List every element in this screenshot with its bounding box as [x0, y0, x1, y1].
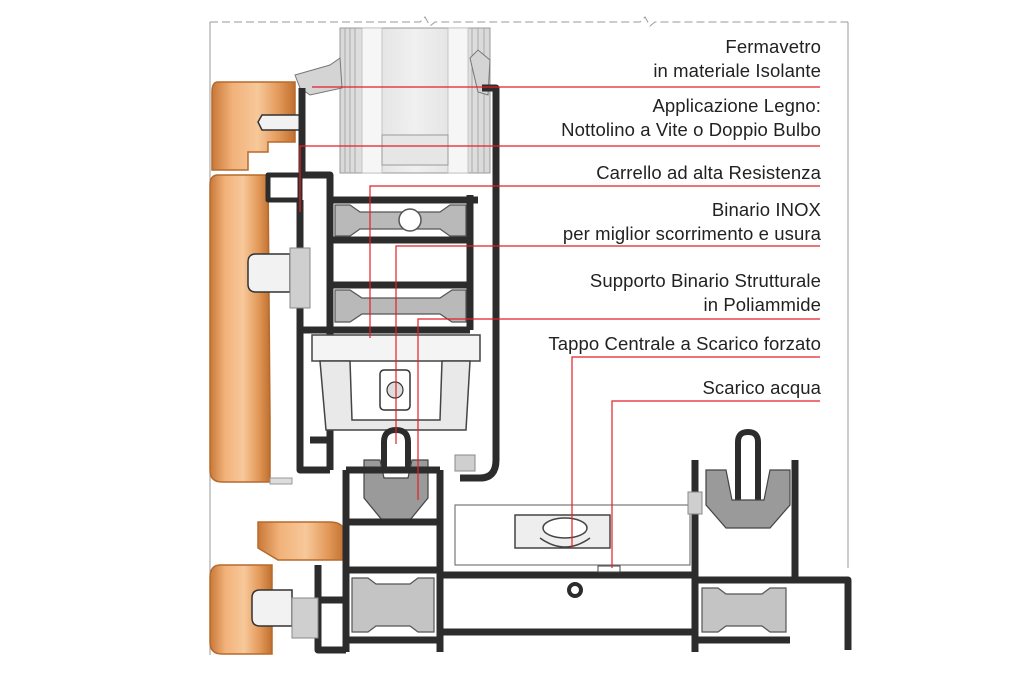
- label-scarico-acqua: Scarico acqua: [702, 377, 821, 398]
- label-binario: Binario INOX per miglior scorrimento e u…: [562, 199, 821, 244]
- frame-thermal-break: [351, 577, 787, 633]
- label-tappo-centrale: Tappo Centrale a Scarico forzato: [548, 333, 821, 354]
- wood-cladding-lower: [209, 521, 346, 655]
- brush-seals: [289, 247, 703, 639]
- leader-scarico: [611, 400, 820, 568]
- leader-carrello: [369, 185, 820, 338]
- sash-profile: [265, 84, 500, 482]
- leader-legno: [299, 145, 820, 212]
- label-carrello: Carrello ad alta Resistenza: [596, 162, 821, 183]
- wood-fixing-nuts: [247, 114, 301, 627]
- leader-supporto: [417, 318, 820, 500]
- sash-thermal-break: [334, 204, 467, 323]
- leader-tappo: [571, 356, 820, 548]
- wood-cladding-upper: [209, 81, 296, 485]
- frame-profile: [314, 460, 852, 654]
- glass-pane: [339, 27, 491, 174]
- label-applicazione-legno: Applicazione Legno: Nottolino a Vite o D…: [561, 95, 821, 140]
- glazing-bead: [294, 49, 491, 96]
- leader-lines: [299, 86, 820, 568]
- label-fermavetro: Fermavetro in materiale Isolante: [653, 36, 821, 81]
- label-supporto-binario: Supporto Binario Strutturale in Poliammi…: [589, 270, 821, 315]
- leader-binario: [395, 245, 820, 444]
